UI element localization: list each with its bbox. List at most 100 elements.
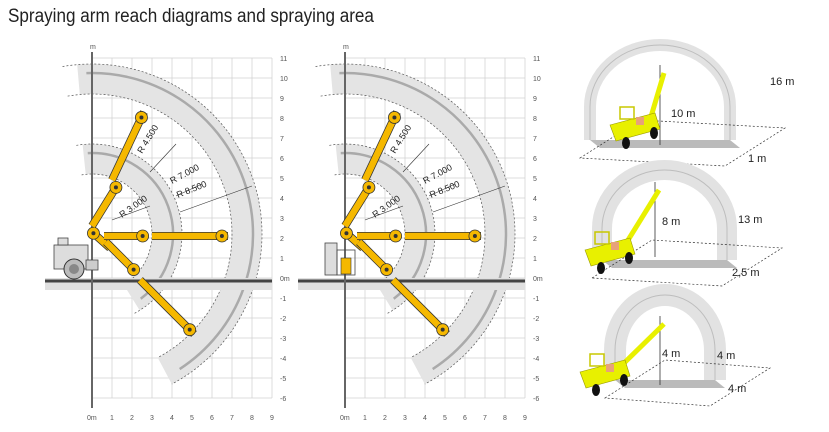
tunnel-arch <box>604 284 726 380</box>
y-tick-label: 0m <box>280 276 290 283</box>
reach-radius-arc <box>320 93 486 358</box>
spraying-area-3: 4 m 4 m 4 m <box>579 284 772 407</box>
axis-unit-label: m <box>343 44 349 51</box>
y-tick-label: 1 <box>280 256 284 263</box>
y-tick-label: 2 <box>533 236 537 243</box>
radius-label: R 3.000 <box>117 193 149 219</box>
area-outline <box>578 119 787 167</box>
y-tick-label: 7 <box>533 136 537 143</box>
y-tick-label: 10 <box>280 76 288 83</box>
x-tick-label: 1 <box>110 415 114 422</box>
x-tick-label: 9 <box>523 415 527 422</box>
carrier-machine <box>324 242 356 276</box>
spraying-boom <box>390 277 450 337</box>
y-tick-label: 0m <box>533 276 543 283</box>
y-tick-label: 6 <box>533 156 537 163</box>
x-tick-label: 8 <box>250 415 254 422</box>
reach-radius-arc <box>315 63 516 385</box>
spraying-machine <box>579 322 666 396</box>
y-tick-label: 11 <box>533 56 540 63</box>
x-tick-label: 8 <box>503 415 507 422</box>
x-tick-label: 5 <box>443 415 447 422</box>
spraying-boom <box>108 110 148 182</box>
spraying-boom <box>137 277 197 337</box>
spraying-boom <box>361 110 401 182</box>
spraying-boom <box>357 229 403 243</box>
y-tick-label: 2 <box>280 236 284 243</box>
y-tick-label: 4 <box>533 196 537 203</box>
y-tick-label: 8 <box>533 116 537 123</box>
spraying-boom <box>88 180 123 229</box>
y-tick-label: 7 <box>280 136 284 143</box>
y-tick-label: -2 <box>280 316 286 323</box>
y-tick-label: -4 <box>280 356 286 363</box>
y-tick-label: -1 <box>533 296 539 303</box>
y-tick-label: 4 <box>280 196 284 203</box>
spraying-boom <box>103 239 141 277</box>
y-tick-label: -6 <box>533 396 539 403</box>
depth-label: 4 m <box>728 383 746 395</box>
area-outline <box>603 359 772 407</box>
spraying-boom <box>405 229 482 243</box>
spraying-machine <box>609 72 667 149</box>
x-tick-label: 9 <box>270 415 274 422</box>
y-tick-label: 9 <box>280 96 284 103</box>
height-label: 10 m <box>671 108 695 120</box>
width-label: 16 m <box>770 76 794 88</box>
y-tick-label: 5 <box>533 176 537 183</box>
x-tick-label: 4 <box>423 415 427 422</box>
x-tick-label: 5 <box>190 415 194 422</box>
height-label: 4 m <box>662 348 680 360</box>
y-tick-label: 3 <box>533 216 537 223</box>
radius-label: R 3.000 <box>370 193 402 219</box>
reach-radius-arc <box>67 93 233 358</box>
y-tick-label: -2 <box>533 316 539 323</box>
spraying-boom <box>341 180 376 229</box>
tunnel-floor <box>615 380 725 388</box>
width-label: 13 m <box>738 214 762 226</box>
y-tick-label: 1 <box>533 256 537 263</box>
y-tick-label: -3 <box>533 336 539 343</box>
y-tick-label: 10 <box>533 76 541 83</box>
height-label: 8 m <box>662 216 680 228</box>
y-tick-label: 5 <box>280 176 284 183</box>
y-tick-label: 11 <box>280 56 287 63</box>
axis-unit-label: m <box>90 44 96 51</box>
spraying-boom <box>104 229 150 243</box>
x-tick-label: 2 <box>130 415 134 422</box>
x-tick-label: 1 <box>363 415 367 422</box>
y-tick-label: -4 <box>533 356 539 363</box>
depth-label: 2,5 m <box>732 267 760 279</box>
spraying-boom <box>152 229 229 243</box>
y-tick-label: 8 <box>280 116 284 123</box>
y-tick-label: 6 <box>280 156 284 163</box>
page-title: Spraying arm reach diagrams and spraying… <box>8 6 374 27</box>
y-tick-label: -5 <box>280 376 286 383</box>
width-label: 4 m <box>717 350 735 362</box>
spraying-boom <box>356 239 394 277</box>
spraying-area-2: 13 m 8 m 2,5 m <box>584 160 784 287</box>
area-outline <box>590 239 784 287</box>
spraying-machine <box>584 188 662 274</box>
x-tick-label: 7 <box>230 415 234 422</box>
x-tick-label: 0m <box>87 415 97 422</box>
outer-spray-band <box>330 64 516 385</box>
y-tick-label: 9 <box>533 96 537 103</box>
y-tick-label: 3 <box>280 216 284 223</box>
x-tick-label: 7 <box>483 415 487 422</box>
reach-radius-arc <box>62 63 263 385</box>
x-tick-label: 6 <box>463 415 467 422</box>
carrier-machine <box>53 237 99 280</box>
spraying-area-1: 16 m 10 m 1 m <box>578 39 794 167</box>
reach-diagram-1: m 0m 1 2 3 4 5 6 7 8 9 11 10 9 8 7 6 5 4 3 2 1 0m -1 -2 -3 -4 -5 -6 R… <box>45 44 290 422</box>
x-tick-label: 3 <box>150 415 154 422</box>
y-tick-label: -6 <box>280 396 286 403</box>
x-tick-label: 4 <box>170 415 174 422</box>
tunnel-floor <box>602 260 737 268</box>
depth-label: 1 m <box>748 153 766 165</box>
x-tick-label: 6 <box>210 415 214 422</box>
y-tick-label: -1 <box>280 296 286 303</box>
y-tick-label: -3 <box>280 336 286 343</box>
